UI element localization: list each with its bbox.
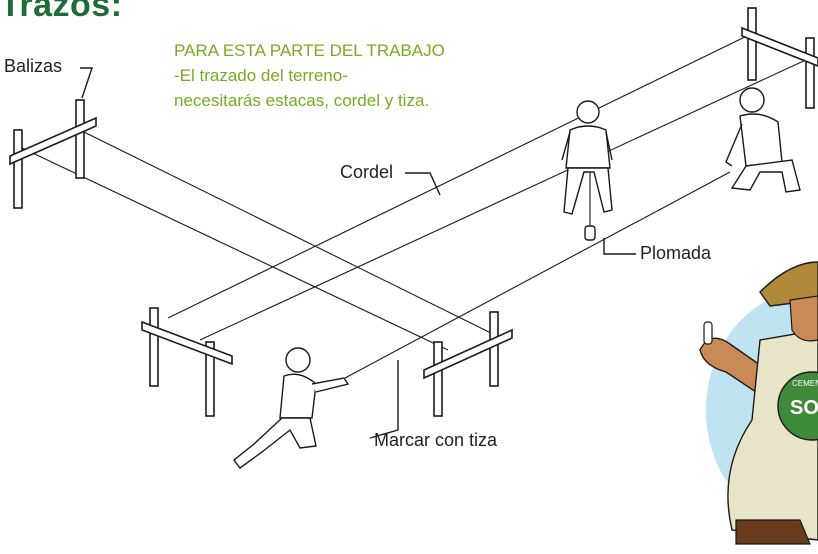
balizas-leader xyxy=(80,67,93,99)
string-diagonal-2 xyxy=(79,129,496,336)
page-title: Trazos: xyxy=(0,0,123,24)
instruction-note: PARA ESTA PARTE DEL TRABAJO -El trazado … xyxy=(174,38,445,113)
kneeling-worker-right xyxy=(725,87,801,193)
note-line-2: -El trazado del terreno- xyxy=(174,66,348,85)
baliza-left xyxy=(9,99,97,209)
string-diagonal-1 xyxy=(21,147,449,351)
mascot-face xyxy=(789,295,818,342)
note-line-3: necesitarás estacas, cordel y tiza. xyxy=(174,91,430,110)
string-long-2 xyxy=(199,57,811,341)
string-from-kneeler xyxy=(344,171,731,379)
cordel-lines xyxy=(21,31,811,379)
plomada-leader xyxy=(603,238,636,255)
label-leaders xyxy=(80,67,636,439)
mascot-hat xyxy=(759,261,818,307)
baliza-right xyxy=(741,7,818,109)
mascot-boot xyxy=(735,519,811,545)
label-plomada: Plomada xyxy=(640,243,712,263)
mascot-badge-main: SOI xyxy=(790,397,818,419)
mascot-badge-top: CEMEN xyxy=(792,379,818,388)
marcar-leader xyxy=(369,360,399,439)
cordel-leader xyxy=(405,172,441,196)
label-marcar-con-tiza: Marcar con tiza xyxy=(374,430,498,450)
kneeling-worker-left xyxy=(233,347,350,469)
mascot: CEMEN SOI xyxy=(699,261,818,545)
chalk-icon xyxy=(703,321,713,345)
string-long-1 xyxy=(167,31,756,319)
mascot-badge xyxy=(777,371,818,441)
baliza-bottom-left xyxy=(141,307,233,417)
note-line-1: PARA ESTA PARTE DEL TRABAJO xyxy=(174,41,445,60)
standing-worker xyxy=(561,100,613,241)
label-balizas: Balizas xyxy=(4,56,63,76)
label-cordel: Cordel xyxy=(340,162,394,182)
baliza-bottom-right xyxy=(423,311,513,417)
